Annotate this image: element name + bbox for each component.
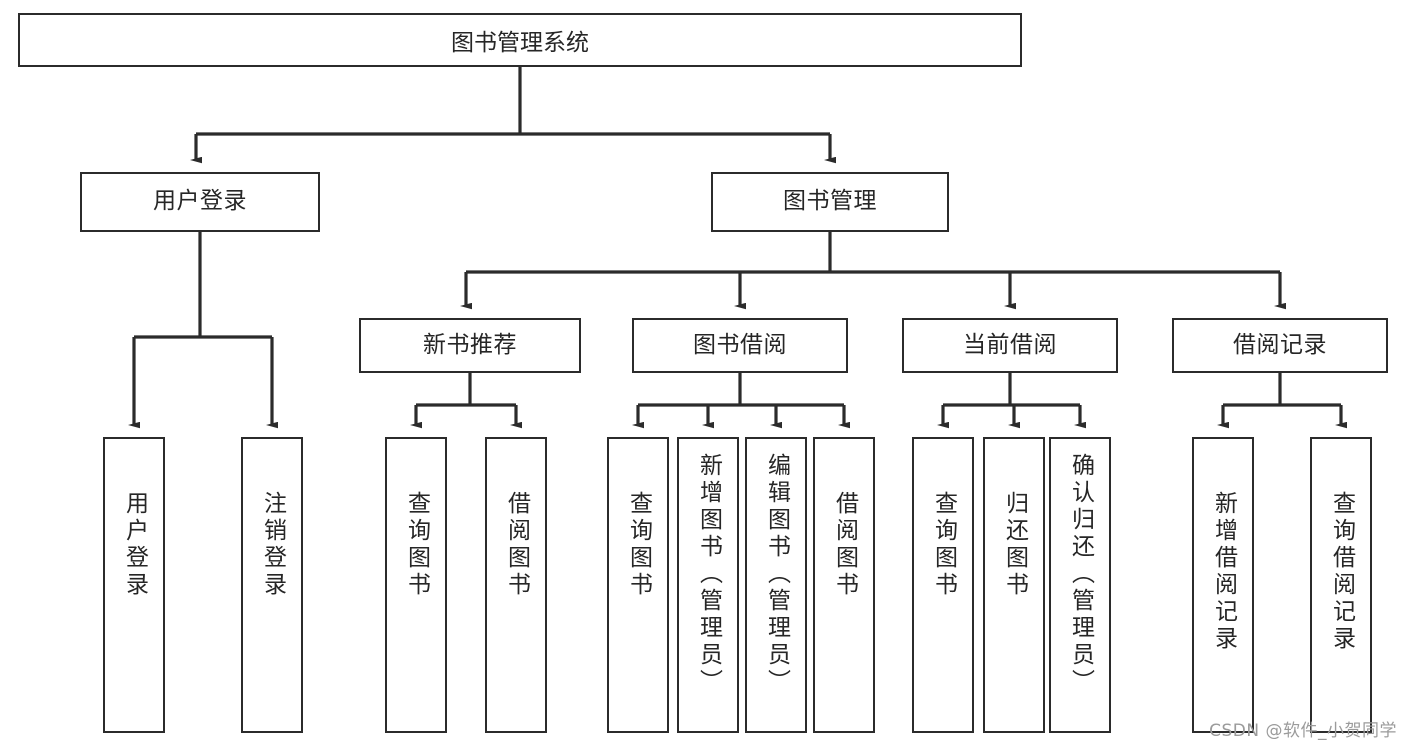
leaf-label: 编辑图书（管理员） xyxy=(763,453,790,696)
leaf-label: 新增图书（管理员） xyxy=(695,453,722,696)
leaf-user-logout[interactable]: 注销登录 xyxy=(241,437,303,733)
leaf-borrow-book[interactable]: 借阅图书 xyxy=(813,437,875,733)
leaf-label: 归还图书 xyxy=(1001,491,1028,599)
node-current-borrow[interactable]: 当前借阅 xyxy=(902,318,1118,373)
node-root-system[interactable]: 图书管理系统 xyxy=(18,13,1022,67)
leaf-add-borrow-record[interactable]: 新增借阅记录 xyxy=(1192,437,1254,733)
node-book-management[interactable]: 图书管理 xyxy=(711,172,949,232)
leaf-query-book-borrow[interactable]: 查询图书 xyxy=(607,437,669,733)
leaf-confirm-return-admin[interactable]: 确认归还（管理员） xyxy=(1049,437,1111,733)
leaf-query-borrow-record[interactable]: 查询借阅记录 xyxy=(1310,437,1372,733)
leaf-label: 查询图书 xyxy=(930,491,957,599)
leaf-label: 新增借阅记录 xyxy=(1210,491,1237,653)
node-borrow-record[interactable]: 借阅记录 xyxy=(1172,318,1388,373)
leaf-label: 借阅图书 xyxy=(503,491,530,599)
node-label: 用户登录 xyxy=(153,188,247,215)
leaf-edit-book-admin[interactable]: 编辑图书（管理员） xyxy=(745,437,807,733)
leaf-label: 用户登录 xyxy=(121,491,148,599)
leaf-label: 确认归还（管理员） xyxy=(1067,453,1094,696)
leaf-label: 查询借阅记录 xyxy=(1328,491,1355,653)
leaf-query-book-current[interactable]: 查询图书 xyxy=(912,437,974,733)
node-label: 当前借阅 xyxy=(963,331,1057,358)
node-new-book-recommend[interactable]: 新书推荐 xyxy=(359,318,581,373)
node-label: 图书管理 xyxy=(783,188,877,215)
watermark-text: CSDN @软件_小贺同学 xyxy=(1209,721,1397,741)
node-label: 图书借阅 xyxy=(693,331,787,358)
leaf-label: 注销登录 xyxy=(259,491,286,599)
leaf-add-book-admin[interactable]: 新增图书（管理员） xyxy=(677,437,739,733)
leaf-label: 借阅图书 xyxy=(831,491,858,599)
leaf-label: 查询图书 xyxy=(403,491,430,599)
node-user-login[interactable]: 用户登录 xyxy=(80,172,320,232)
leaf-label: 查询图书 xyxy=(625,491,652,599)
node-book-borrow[interactable]: 图书借阅 xyxy=(632,318,848,373)
leaf-query-book-recommend[interactable]: 查询图书 xyxy=(385,437,447,733)
leaf-return-book[interactable]: 归还图书 xyxy=(983,437,1045,733)
leaf-user-login[interactable]: 用户登录 xyxy=(103,437,165,733)
node-label: 新书推荐 xyxy=(423,331,517,358)
node-label: 图书管理系统 xyxy=(451,30,589,56)
node-label: 借阅记录 xyxy=(1233,331,1327,358)
leaf-borrow-book-recommend[interactable]: 借阅图书 xyxy=(485,437,547,733)
